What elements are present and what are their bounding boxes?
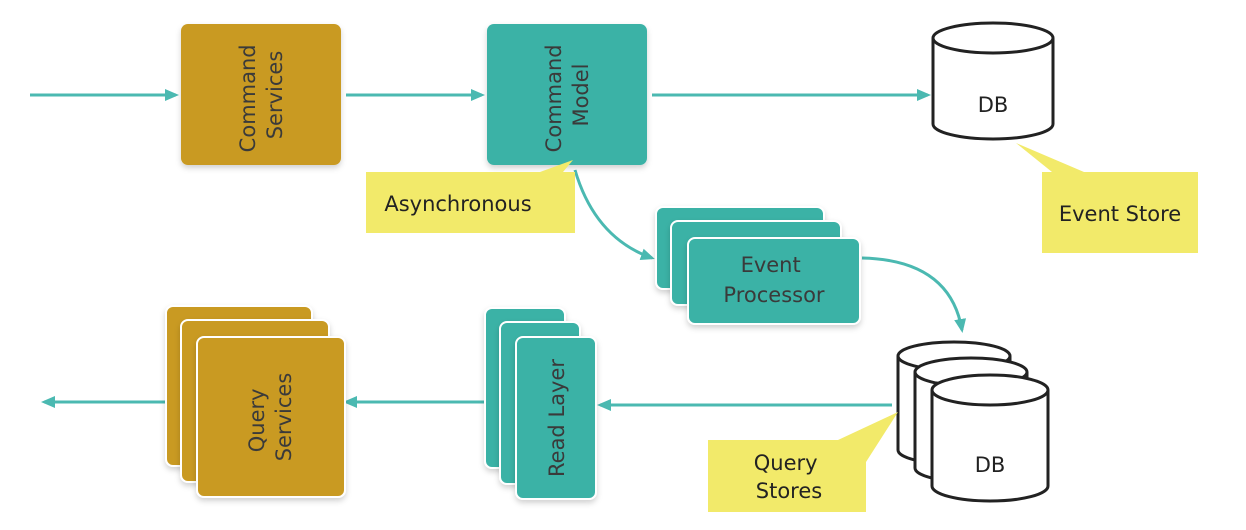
db-event-store-label: DB — [978, 93, 1009, 117]
query-stores-label-line1: Query — [754, 451, 818, 475]
asynchronous-note — [366, 160, 575, 233]
event-store-label: Event Store — [1059, 202, 1181, 226]
read-layer-label: Read Layer — [545, 359, 569, 477]
query-store-cylinder-front — [930, 373, 1050, 503]
db-event-store-cylinder — [931, 21, 1055, 141]
query-services-label-line2: Services — [272, 373, 296, 462]
event-processor-label-line1: Event — [741, 253, 801, 277]
query-services-card-front — [196, 336, 346, 498]
arrow-event-processor-to-query-stores — [861, 256, 967, 333]
command-services-label-line2: Services — [263, 51, 287, 140]
read-layer-stack — [484, 307, 597, 500]
db-query-stores-label: DB — [975, 453, 1006, 477]
query-services-stack — [165, 305, 346, 498]
event-processor-stack — [655, 206, 861, 325]
query-stores-note — [708, 412, 898, 512]
svg-text:Event Processor: Event Processor — [723, 253, 825, 307]
read-layer-card-front — [515, 336, 597, 500]
command-services-label-line1: Command — [236, 44, 260, 152]
arrow-command-model-to-event-processor — [573, 169, 655, 261]
command-model-box — [487, 24, 647, 165]
asynchronous-label: Asynchronous — [384, 192, 531, 216]
arrows — [30, 89, 967, 411]
query-services-label-line1: Query — [245, 388, 269, 452]
svg-text:Command Model: Command Model — [542, 38, 593, 153]
query-stores-cylinders — [896, 340, 1050, 503]
query-stores-label-line2: Stores — [756, 479, 822, 503]
svg-text:Query Services: Query Services — [245, 373, 296, 462]
svg-text:Query Stores: Query Stores — [754, 451, 825, 503]
svg-text:Command Services: Command Services — [236, 38, 287, 153]
command-model-label-line1: Command — [542, 44, 566, 152]
command-model-label-line2: Model — [569, 63, 593, 126]
event-processor-label-line2: Processor — [723, 283, 825, 307]
command-services-box — [181, 24, 341, 165]
event-store-note — [1016, 143, 1198, 253]
event-processor-card-front — [687, 237, 861, 325]
